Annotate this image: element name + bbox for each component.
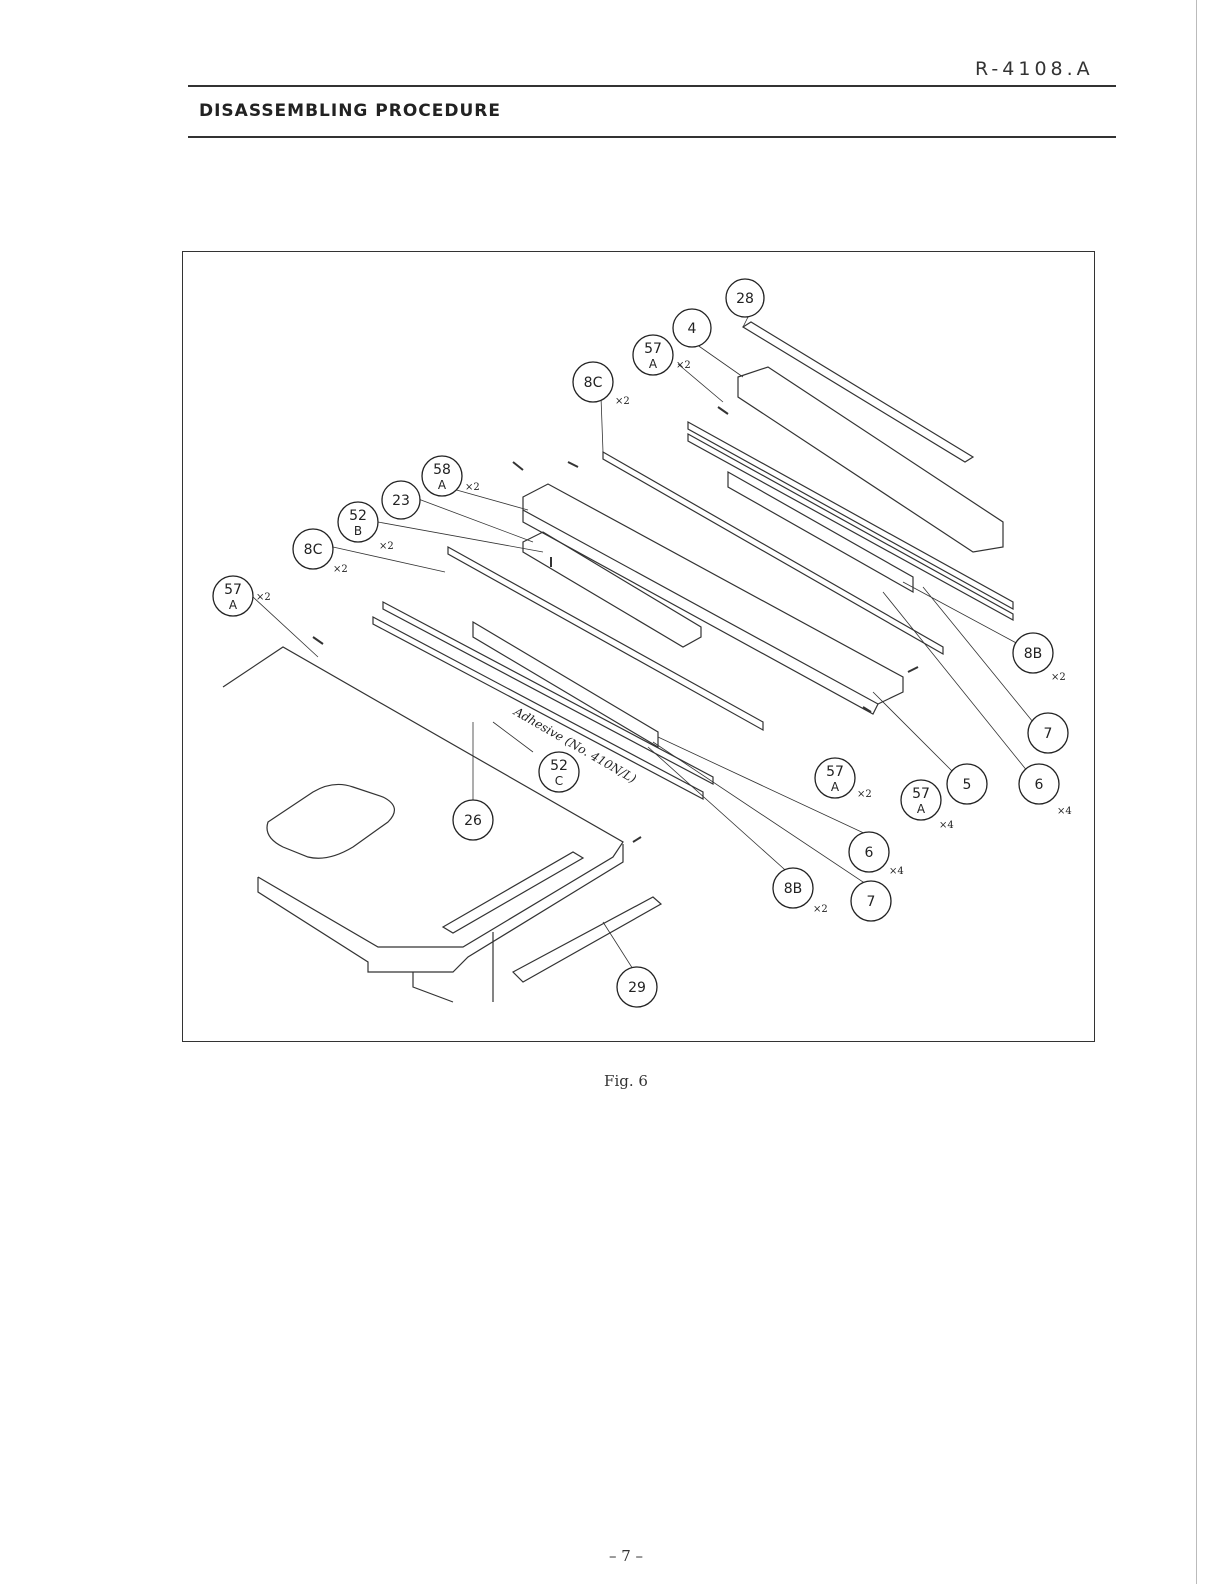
svg-text:B: B (354, 524, 362, 538)
svg-text:8B: 8B (784, 881, 803, 897)
svg-text:28: 28 (736, 291, 754, 307)
svg-text:×2: ×2 (256, 592, 271, 603)
svg-text:×2: ×2 (333, 564, 348, 575)
svg-text:8B: 8B (1024, 646, 1043, 662)
svg-text:×2: ×2 (379, 541, 394, 552)
figure-frame: 28 4 57 A ×2 8C ×2 58 A ×2 23 52 (182, 251, 1095, 1042)
svg-text:A: A (649, 357, 658, 371)
callout-23: 23 (382, 481, 420, 519)
svg-text:6: 6 (1035, 777, 1044, 793)
callout-7-right: 7 (1028, 713, 1068, 753)
base-slot (443, 852, 583, 933)
svg-text:C: C (555, 774, 563, 788)
page-margin-line (1196, 0, 1197, 1584)
figure-caption: Fig. 6 (0, 1072, 1224, 1090)
svg-text:57: 57 (912, 786, 930, 802)
svg-text:A: A (831, 780, 840, 794)
svg-text:6: 6 (865, 845, 874, 861)
callout-57a-bottom: 57 A ×4 (901, 780, 954, 831)
callout-28: 28 (726, 279, 764, 317)
rail-right-2 (688, 422, 1013, 609)
callout-8c-top: 8C ×2 (573, 362, 630, 407)
callout-6-bottom: 6 ×4 (849, 832, 904, 877)
svg-text:×2: ×2 (813, 904, 828, 915)
callout-57a-mid: 57 A ×2 (815, 758, 872, 800)
guide-block-right (728, 472, 913, 592)
callout-8b-bottom: 8B ×2 (773, 868, 828, 915)
base-plate-opening (267, 784, 394, 858)
callout-29: 29 (617, 967, 657, 1007)
svg-text:A: A (229, 598, 238, 612)
callout-26: 26 (453, 800, 493, 840)
callout-5: 5 (947, 764, 987, 804)
callout-6-right: 6 ×4 (1019, 764, 1072, 817)
callout-4: 4 (673, 309, 711, 347)
callout-57a-left: 57 A ×2 (213, 576, 271, 616)
svg-text:×2: ×2 (857, 789, 872, 800)
svg-text:58: 58 (433, 462, 451, 478)
leader-lines (253, 317, 1033, 977)
exploded-view-drawing: 28 4 57 A ×2 8C ×2 58 A ×2 23 52 (183, 252, 1096, 1043)
svg-text:57: 57 (224, 582, 242, 598)
svg-text:A: A (917, 802, 926, 816)
svg-text:A: A (438, 478, 447, 492)
rail-left-3 (373, 617, 703, 799)
svg-text:5: 5 (963, 777, 972, 793)
rail-left-2 (448, 547, 763, 730)
callout-58a: 58 A ×2 (422, 456, 480, 496)
svg-text:29: 29 (628, 980, 646, 996)
top-strip (743, 322, 973, 462)
header-rule-bottom (188, 136, 1116, 138)
callout-7-bottom: 7 (851, 881, 891, 921)
svg-text:52: 52 (349, 508, 367, 524)
svg-text:×2: ×2 (1051, 672, 1066, 683)
callout-52c: 52 C (539, 752, 579, 792)
document-number: R-4108.A (975, 58, 1094, 80)
base-support-line-2 (413, 972, 453, 1002)
svg-text:4: 4 (688, 321, 697, 337)
svg-text:7: 7 (867, 894, 876, 910)
svg-text:×2: ×2 (676, 360, 691, 371)
header-rule-top (188, 85, 1116, 87)
base-plate-edge (258, 844, 623, 972)
page-number: – 7 – (0, 1547, 1224, 1565)
svg-text:57: 57 (644, 341, 662, 357)
svg-text:26: 26 (464, 813, 482, 829)
rack-gear (523, 532, 701, 647)
svg-text:×2: ×2 (465, 482, 480, 493)
base-plate (223, 647, 623, 947)
svg-text:52: 52 (550, 758, 568, 774)
svg-text:57: 57 (826, 764, 844, 780)
svg-text:×4: ×4 (1057, 806, 1072, 817)
svg-text:×4: ×4 (939, 820, 954, 831)
callout-8b-right: 8B ×2 (1013, 633, 1066, 683)
callout-8c-left: 8C ×2 (293, 529, 348, 575)
svg-text:23: 23 (392, 493, 410, 509)
svg-text:8C: 8C (584, 375, 603, 391)
svg-text:×2: ×2 (615, 396, 630, 407)
svg-text:7: 7 (1044, 726, 1053, 742)
svg-text:×4: ×4 (889, 866, 904, 877)
section-title: DISASSEMBLING PROCEDURE (199, 101, 501, 121)
svg-text:8C: 8C (304, 542, 323, 558)
